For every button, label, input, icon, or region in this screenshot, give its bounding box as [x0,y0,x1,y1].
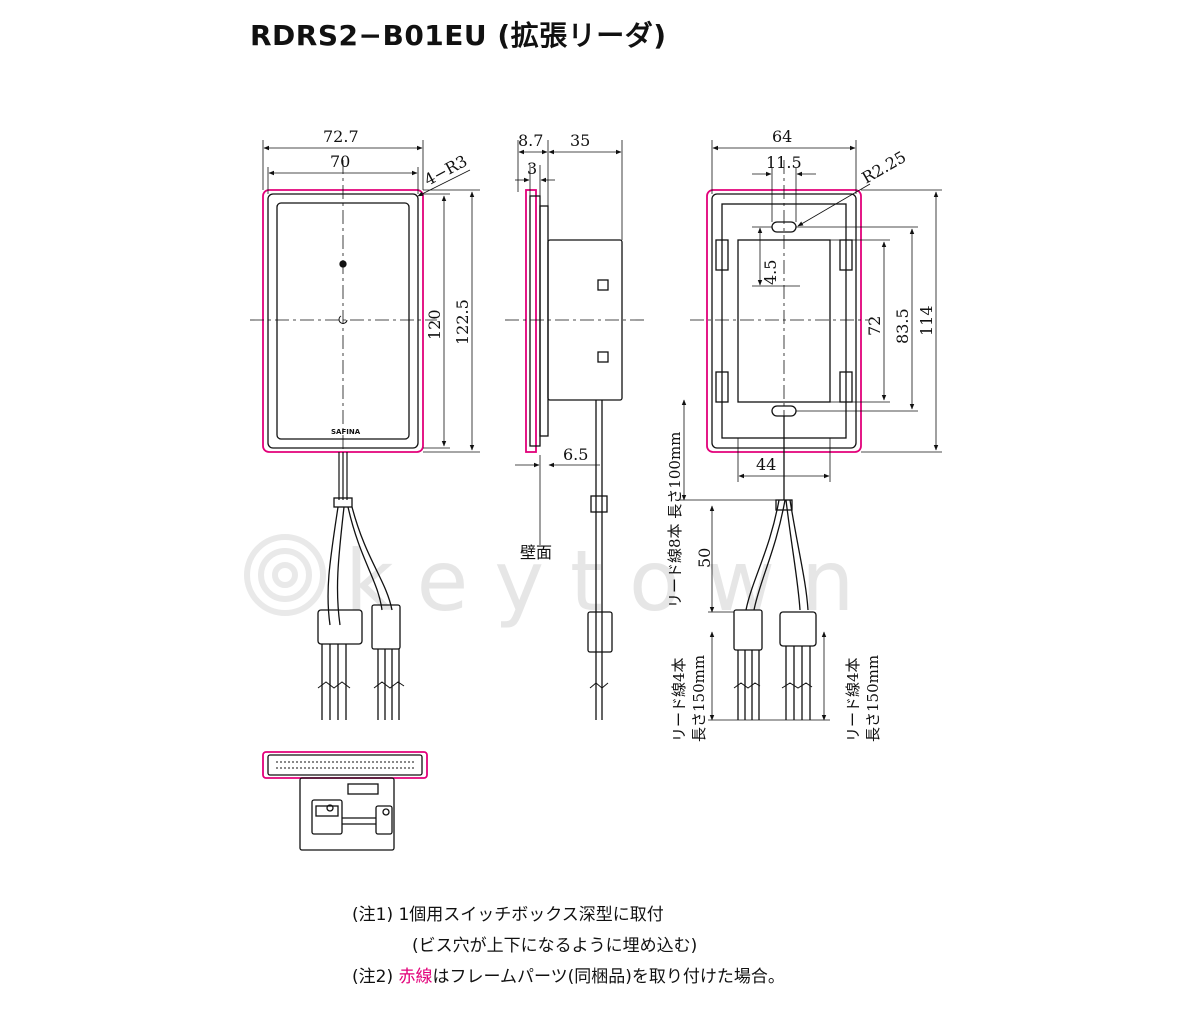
dim-rear-width: 64 [772,127,792,146]
wall-label: 壁面 [520,543,552,562]
dim-rear-corner: R2.25 [859,147,910,187]
dim-lead-length: 50 [695,548,714,568]
side-frame-outline [525,189,537,453]
dim-width-inner: 70 [330,152,350,171]
dim-flange: 8.7 [518,131,543,150]
lead-4b-line2: 長さ150mm [864,655,882,742]
note-2-suffix: はフレームパーツ(同梱品)を取り付けた場合。 [432,967,785,987]
dim-inner-height: 72 [865,316,884,336]
lead-8-label: リード線8本 長さ100mm [666,432,684,608]
page-title: RDRS2−B01EU (拡張リーダ) [250,19,667,52]
bottom-view [262,751,428,851]
side-view [505,140,645,720]
front-view [250,140,480,720]
rear-view [680,140,942,721]
lead-4a-line2: 長さ150mm [690,655,708,742]
dim-bottom-width: 44 [756,455,776,474]
dim-rear-height: 114 [917,305,936,336]
dim-offset: 6.5 [563,445,588,464]
note-2-prefix: (注2) [352,967,399,987]
dim-plate: 3 [527,159,537,178]
dim-height-inner: 120 [425,309,444,340]
dim-hole-offset: 4.5 [761,260,780,285]
watermark-text: keytown [345,532,880,630]
note-2-red-text: 赤線 [398,967,433,987]
dim-corner-radius: 4−R3 [421,151,470,189]
dim-hole-spacing: 11.5 [766,153,802,172]
dim-depth: 35 [570,131,590,150]
watermark: keytown [244,532,880,630]
note-1: (注1) 1個用スイッチボックス深型に取付 [352,905,664,925]
bottom-frame-outline [262,751,428,779]
dim-height-outer: 122.5 [453,299,472,345]
dim-width-outer: 72.7 [323,127,359,146]
brand-logo: SAFINA [331,428,361,436]
dim-pitch: 83.5 [893,308,912,344]
notes: (注1) 1個用スイッチボックス深型に取付 (ビス穴が上下になるように埋め込む)… [352,900,785,993]
lead-4a-line1: リード線4本 [670,657,688,742]
note-2: (注2) 赤線はフレームパーツ(同梱品)を取り付けた場合。 [352,962,785,993]
lead-4b-line1: リード線4本 [844,657,862,742]
note-1-sub: (ビス穴が上下になるように埋め込む) [412,936,698,956]
